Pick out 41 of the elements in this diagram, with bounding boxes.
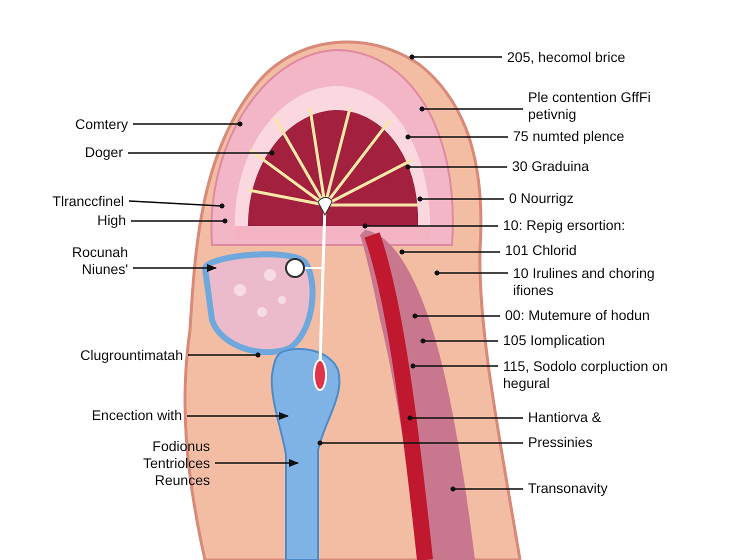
leader-line: [406, 134, 508, 140]
part-label: High: [95, 212, 126, 229]
leader-line: [215, 459, 299, 467]
leader-line: [420, 338, 498, 344]
part-label: 101 Chlorid: [505, 242, 579, 259]
leader-line: [406, 164, 507, 170]
leader-line: [420, 106, 523, 112]
part-label: 75 numted plence: [513, 128, 627, 145]
part-label: 10 Irulines and choring ifiones: [513, 265, 657, 299]
part-label: Rocunah Niunes': [69, 244, 128, 278]
part-label: Encection with: [89, 407, 182, 424]
part-label: 115, Sodolo corpluction on hegural: [503, 358, 670, 392]
part-label: Comtery: [73, 116, 128, 133]
part-label: Transonavity: [528, 480, 610, 497]
leader-line: [128, 200, 224, 208]
leader-line: [418, 196, 504, 202]
part-label: 00: Mutemure of hodun: [505, 307, 652, 324]
leader-line: [412, 314, 500, 318]
leader-line: [318, 440, 523, 446]
leader-line: [434, 270, 508, 276]
leader-line: [188, 352, 260, 358]
part-label: 105 Iomplication: [503, 332, 607, 349]
leader-line: [362, 224, 498, 228]
part-label: 10: Repig ersortion:: [503, 217, 628, 234]
part-label: 0 Nourrigz: [509, 190, 576, 207]
leader-line: [408, 416, 523, 420]
part-label: Clugrountimatah: [78, 347, 183, 364]
part-label: 205, hecomol brice: [507, 49, 628, 66]
leader-line: [131, 218, 228, 224]
leader-line: [400, 250, 500, 254]
part-label: Hantiorva &: [528, 409, 604, 426]
leader-line: [128, 150, 274, 156]
leader-line: [410, 54, 502, 60]
part-label: 30 Graduina: [512, 158, 592, 175]
part-label: Tlranccfinel: [50, 193, 124, 210]
part-label: Ple contention GffFi petivnig: [528, 89, 653, 123]
leader-line: [133, 122, 242, 126]
leader-line: [133, 264, 217, 272]
leader-line: [187, 412, 289, 420]
part-label: Doger: [82, 144, 123, 161]
part-label: Pressinies: [528, 434, 595, 451]
